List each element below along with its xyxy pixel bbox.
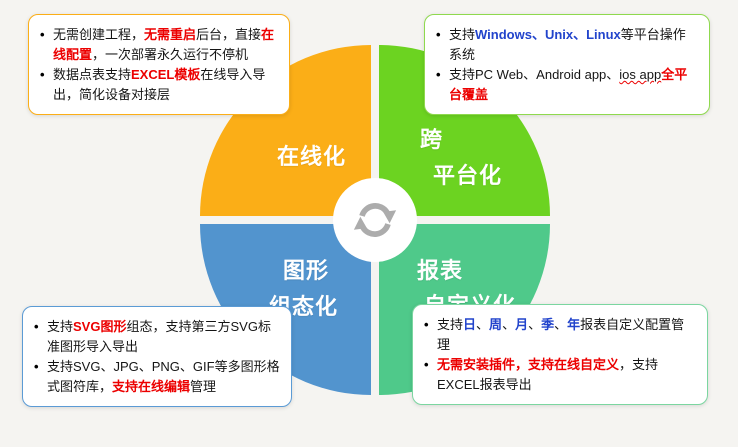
quadrant-online-label: 在线化 — [277, 144, 347, 169]
feature-bullet: 无需安装插件，支持在线自定义，支持EXCEL报表导出 — [424, 355, 696, 394]
feature-bullet: 支持Windows、Unix、Linux等平台操作系统 — [436, 25, 698, 64]
feature-list: 支持Windows、Unix、Linux等平台操作系统 支持PC Web、And… — [436, 25, 698, 104]
feature-bullet: 数据点表支持EXCEL模板在线导入导出，简化设备对接层 — [40, 65, 278, 104]
feature-bullet: 支持日、周、月、季、年报表自定义配置管理 — [424, 315, 696, 354]
callout-online-features: 无需创建工程，无需重启后台，直接在线配置，一次部署永久运行不停机 数据点表支持E… — [28, 14, 290, 115]
cycle-hub — [333, 178, 417, 262]
callout-graphic-config-features: 支持SVG图形组态，支持第三方SVG标准图形导入导出 支持SVG、JPG、PNG… — [22, 306, 292, 407]
quadrant-cross-platform-label: 平台化 — [433, 163, 503, 188]
callout-cross-platform-features: 支持Windows、Unix、Linux等平台操作系统 支持PC Web、And… — [424, 14, 710, 115]
feature-bullet: 支持PC Web、Android app、ios app全平台覆盖 — [436, 65, 698, 104]
feature-list: 支持SVG图形组态，支持第三方SVG标准图形导入导出 支持SVG、JPG、PNG… — [34, 317, 280, 396]
quadrant-report-custom-label: 报表 — [417, 258, 464, 283]
callout-report-custom-features: 支持日、周、月、季、年报表自定义配置管理 无需安装插件，支持在线自定义，支持EX… — [412, 304, 708, 405]
sync-arrows-icon — [353, 203, 397, 237]
feature-list: 无需创建工程，无需重启后台，直接在线配置，一次部署永久运行不停机 数据点表支持E… — [40, 25, 278, 104]
feature-list: 支持日、周、月、季、年报表自定义配置管理 无需安装插件，支持在线自定义，支持EX… — [424, 315, 696, 394]
feature-bullet: 支持SVG图形组态，支持第三方SVG标准图形导入导出 — [34, 317, 280, 356]
quadrant-graphic-config-label: 图形 — [283, 258, 330, 283]
quadrant-cross-platform-label: 跨 — [420, 127, 444, 152]
feature-bullet: 无需创建工程，无需重启后台，直接在线配置，一次部署永久运行不停机 — [40, 25, 278, 64]
feature-bullet: 支持SVG、JPG、PNG、GIF等多图形格式图符库，支持在线编辑管理 — [34, 357, 280, 396]
